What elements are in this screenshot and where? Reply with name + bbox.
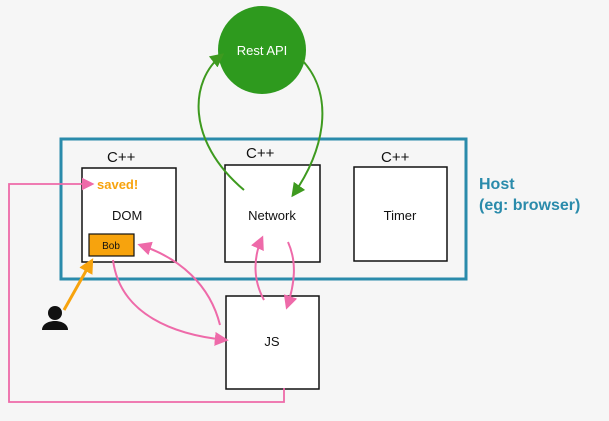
rest-api-node: Rest API: [218, 6, 306, 94]
rest-api-circle: [218, 6, 306, 94]
saved-status: saved!: [97, 177, 138, 192]
host-title: Host: [479, 176, 515, 193]
bob-element: [88, 233, 135, 257]
user-icon: [42, 306, 68, 330]
host-container: [59, 137, 468, 281]
network-to-js-arrow: [283, 241, 298, 310]
js-to-network-arrow: [251, 235, 265, 301]
network-lang-label: C++: [246, 145, 275, 162]
bob-label: Bob: [102, 241, 120, 252]
timer-box: C++ Timer: [353, 149, 448, 262]
timer-lang-label: C++: [381, 149, 410, 166]
js-to-saved-loop-arrow: [8, 177, 285, 403]
bob-to-js-arrow: [112, 259, 229, 346]
js-rect: [225, 295, 320, 390]
js-to-bob-arrow: [137, 241, 221, 326]
network-box: C++ Network: [224, 145, 321, 263]
js-box: JS: [225, 295, 320, 390]
dom-box: C++ saved! DOM Bob: [81, 149, 177, 263]
api-to-network-arrow: [291, 59, 324, 198]
js-label: JS: [264, 334, 280, 349]
dom-lang-label: C++: [107, 149, 136, 166]
timer-rect: [353, 166, 448, 262]
dom-label: DOM: [112, 208, 142, 223]
network-label: Network: [248, 208, 296, 223]
user-click-arrow: [62, 258, 94, 311]
rest-api-label: Rest API: [237, 43, 288, 58]
network-rect: [224, 164, 321, 263]
host-subtitle: (eg: browser): [479, 197, 580, 214]
network-to-api-arrow: [197, 53, 245, 191]
timer-label: Timer: [384, 208, 417, 223]
